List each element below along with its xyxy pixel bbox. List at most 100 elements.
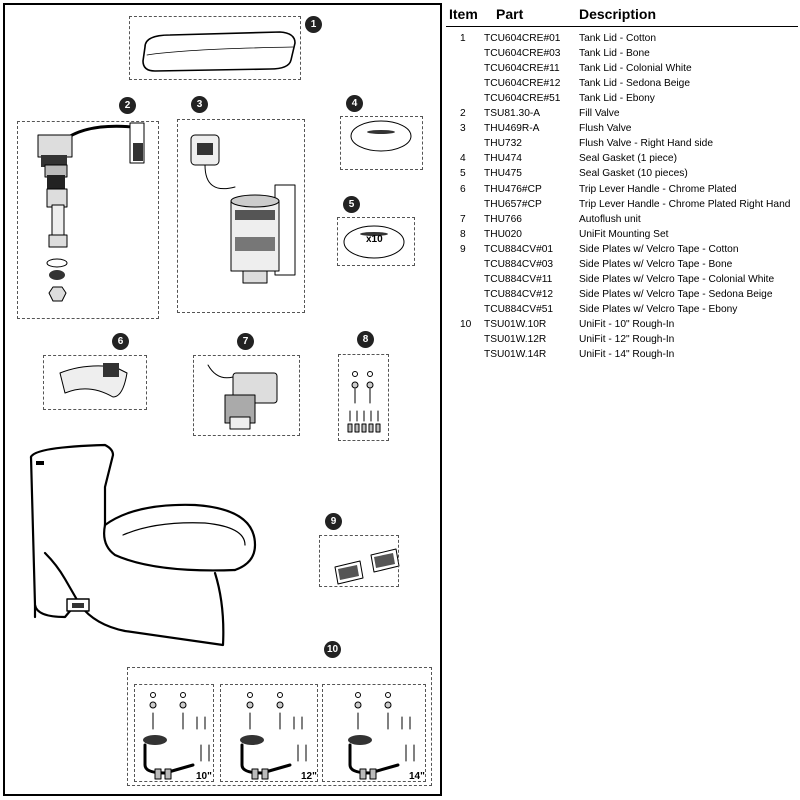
flush-valve-drawing	[190, 134, 296, 284]
parts-illustration	[29, 31, 415, 780]
header-item: Item	[449, 6, 478, 22]
row-part: TCU604CRE#51	[484, 93, 561, 105]
row-description: Side Plates w/ Velcro Tape - Colonial Wh…	[579, 273, 775, 285]
table-row: TCU604CRE#11 Tank Lid - Colonial White	[444, 63, 800, 78]
unifit-10-box	[134, 684, 214, 782]
row-part: THU469R-A	[484, 123, 540, 135]
gasket-pack-quantity: x10	[366, 234, 383, 245]
callout-3: 3	[191, 96, 208, 113]
row-part: THU020	[484, 228, 522, 240]
row-description: Side Plates w/ Velcro Tape - Sedona Beig…	[579, 288, 773, 300]
row-part: TCU604CRE#11	[484, 63, 560, 75]
fill-valve-box	[17, 121, 159, 319]
callout-5: 5	[343, 196, 360, 213]
exploded-parts-diagram: 1 2 3 4 5 6 7 8 9 10 x10 10" 12" 14"	[3, 3, 442, 796]
row-part: TSU01W.10R	[484, 318, 547, 330]
unifit-12-box	[220, 684, 318, 782]
mounting-set-box	[338, 354, 389, 441]
table-row: 6 THU476#CP Trip Lever Handle - Chrome Pla…	[444, 184, 800, 199]
row-description: UniFit - 12" Rough-In	[579, 334, 675, 345]
seal-gasket-box	[340, 116, 423, 170]
rough-in-label-14: 14"	[409, 771, 425, 782]
row-description: Tank Lid - Ebony	[579, 93, 655, 105]
row-item: 8	[460, 228, 466, 240]
row-description: Fill Valve	[579, 108, 620, 120]
callout-6: 6	[112, 333, 129, 350]
unifit-outer-box	[127, 667, 432, 786]
row-description: Seal Gasket (1 piece)	[579, 153, 677, 165]
callout-10: 10	[324, 641, 341, 658]
table-row: 7 THU766 Autoflush unit	[444, 214, 800, 229]
header-rule	[446, 26, 798, 27]
gasket-pack-drawing	[343, 225, 405, 259]
table-row: TCU884CV#11 Side Plates w/ Velcro Tape - …	[444, 274, 800, 289]
callout-9: 9	[325, 513, 342, 530]
row-item: 3	[460, 123, 466, 135]
table-row: THU732 Flush Valve - Right Hand side	[444, 138, 800, 153]
row-description: Autoflush unit	[579, 213, 641, 225]
row-part: TCU884CV#03	[484, 258, 554, 270]
row-description: Tank Lid - Cotton	[579, 33, 657, 44]
autoflush-unit-box	[193, 355, 300, 436]
autoflush-unit-drawing	[207, 364, 278, 430]
row-part: TCU604CRE#03	[484, 48, 561, 60]
unifit-kits-drawing	[143, 692, 415, 780]
row-part: THU474	[484, 153, 522, 165]
row-part: TCU884CV#01	[484, 243, 554, 255]
side-plates-drawing	[334, 548, 400, 585]
row-description: Tank Lid - Bone	[579, 48, 650, 60]
row-description: Trip Lever Handle - Chrome Plated	[579, 183, 737, 195]
row-part: TCU604CRE#12	[484, 78, 561, 90]
table-row: TCU604CRE#51 Tank Lid - Ebony	[444, 93, 800, 108]
table-row: 3 THU469R-A Flush Valve	[444, 123, 800, 138]
row-description: Side Plates w/ Velcro Tape - Cotton	[579, 243, 739, 255]
row-item: 4	[460, 153, 466, 165]
row-part: THU475	[484, 168, 522, 180]
rough-in-label-12: 12"	[301, 771, 317, 782]
tank-lid-box	[129, 16, 301, 80]
header-part: Part	[496, 6, 524, 22]
table-row: 9 TCU884CV#01 Side Plates w/ Velcro Tape -…	[444, 244, 800, 259]
row-item: 6	[460, 183, 466, 195]
table-row: TCU884CV#03 Side Plates w/ Velcro Tape - …	[444, 259, 800, 274]
row-description: Tank Lid - Colonial White	[579, 63, 692, 75]
row-part: TCU884CV#11	[484, 273, 553, 285]
row-part: TSU01W.14R	[484, 349, 547, 361]
table-row: TCU604CRE#12 Tank Lid - Sedona Beige	[444, 78, 800, 93]
row-part: THU476#CP	[484, 183, 542, 195]
row-description: Flush Valve - Right Hand side	[579, 138, 714, 150]
row-part: TCU884CV#51	[484, 303, 554, 315]
row-part: THU657#CP	[484, 198, 542, 210]
table-row: TCU604CRE#03 Tank Lid - Bone	[444, 48, 800, 63]
row-item: 2	[460, 108, 466, 120]
row-part: TSU81.30-A	[484, 108, 541, 120]
unifit-14-box	[322, 684, 426, 782]
table-row: 4 THU474 Seal Gasket (1 piece)	[444, 153, 800, 168]
row-description: Flush Valve	[579, 123, 632, 135]
row-description: Side Plates w/ Velcro Tape - Bone	[579, 258, 733, 270]
fill-valve-drawing	[37, 122, 145, 302]
row-item: 9	[460, 243, 466, 255]
mounting-set-drawing	[347, 371, 381, 433]
table-row: 5 THU475 Seal Gasket (10 pieces)	[444, 168, 800, 183]
gasket-pack-box	[337, 217, 415, 266]
row-item: 7	[460, 213, 466, 225]
tank-lid-drawing	[142, 31, 296, 72]
row-item: 1	[460, 33, 466, 44]
row-part: THU732	[484, 138, 522, 150]
header-description: Description	[579, 6, 657, 22]
row-description: Tank Lid - Sedona Beige	[579, 78, 691, 90]
callout-7: 7	[237, 333, 254, 350]
callout-4: 4	[346, 95, 363, 112]
row-part: THU766	[484, 213, 522, 225]
row-item: 5	[460, 168, 466, 180]
row-description: Seal Gasket (10 pieces)	[579, 168, 688, 180]
